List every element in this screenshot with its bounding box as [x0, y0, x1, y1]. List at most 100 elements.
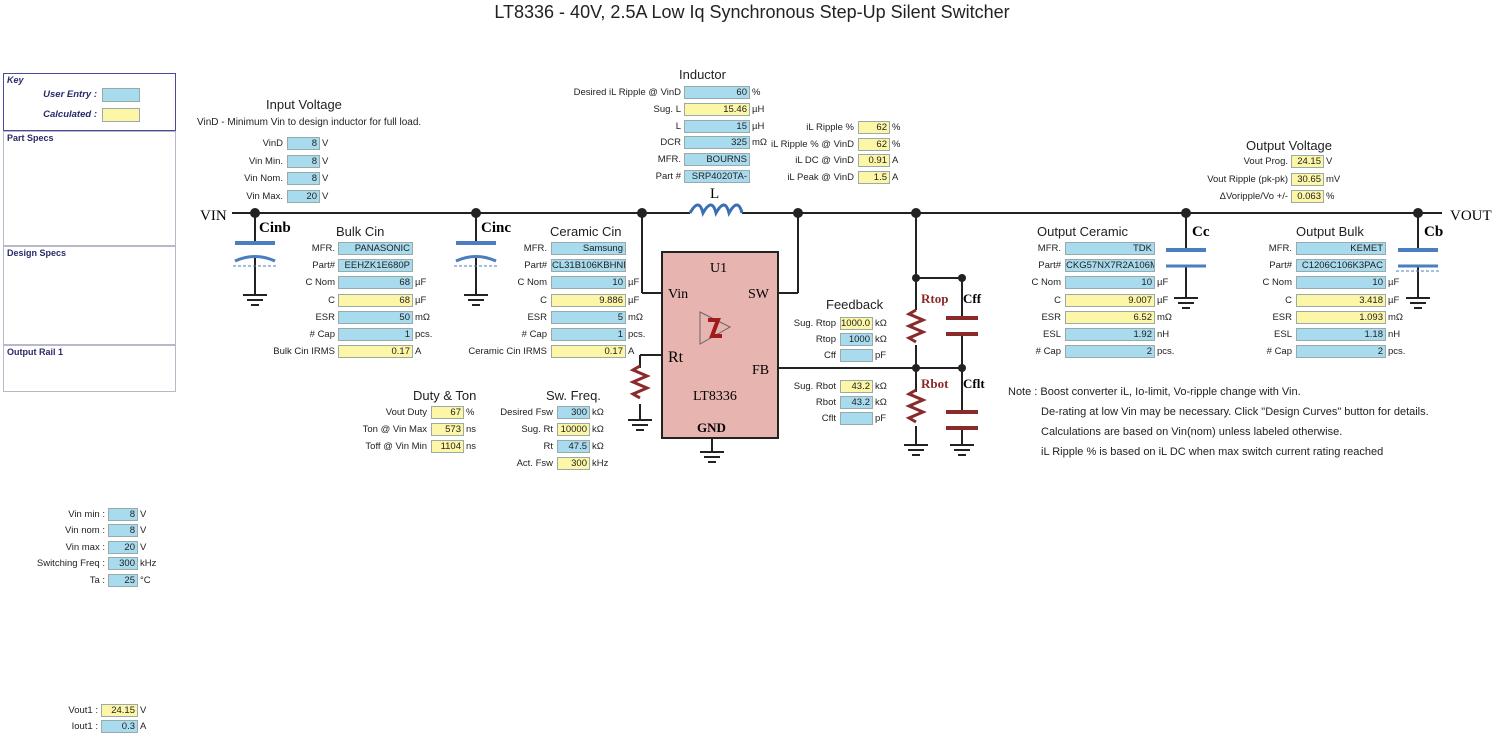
key-panel: Key User Entry : Calculated :	[3, 73, 176, 131]
design-specs-value-2[interactable]: 20	[108, 540, 138, 554]
ceramic-cin-value-5[interactable]: 1	[551, 328, 626, 341]
design-specs-label-0: Vin min :	[68, 509, 105, 520]
ceramic-cin-value-6: 0.17	[551, 345, 626, 359]
output-ceramic-unit-5: nH	[1157, 329, 1170, 340]
bulk-cin-value-2[interactable]: 68	[338, 276, 413, 290]
output-ceramic-value-6[interactable]: 2	[1065, 345, 1155, 359]
sw-freq-value-2[interactable]: 47.5	[557, 440, 590, 453]
pin-rt-label: Rt	[668, 349, 684, 366]
ceramic-cin-value-1[interactable]: CL31B106KBHNNNE	[551, 259, 626, 273]
inductor-value-3[interactable]: 325	[684, 136, 750, 150]
design-specs-value-1[interactable]: 8	[108, 524, 138, 538]
inductor-calc-label-0: iL Ripple %	[806, 122, 854, 133]
sw-freq-title: Sw. Freq.	[546, 388, 601, 403]
output-ceramic-value-2[interactable]: 10	[1065, 276, 1155, 290]
ceramic-cin-unit-6: A	[628, 346, 635, 358]
output-ceramic-value-1[interactable]: CKG57NX7R2A106M	[1065, 259, 1155, 273]
design-specs-label-2: Vin max :	[65, 541, 105, 553]
input-voltage-value-2[interactable]: 8	[287, 172, 320, 186]
feedback-bot-label-1: Rbot	[815, 397, 836, 408]
inductor-calc-label-1: iL Ripple % @ VinD	[770, 138, 854, 150]
rbot-label: Rbot	[921, 376, 949, 391]
l-label: L	[710, 186, 719, 202]
ceramic-cin-value-2[interactable]: 10	[551, 276, 626, 290]
output-bulk-value-5[interactable]: 1.18	[1296, 328, 1386, 341]
ceramic-cin-unit-5: pcs.	[628, 329, 646, 340]
output-voltage-label-0: Vout Prog.	[1243, 156, 1288, 167]
feedback-bot-label-2: Cflt	[821, 413, 836, 424]
output-voltage-title: Output Voltage	[1246, 138, 1333, 153]
sw-freq-value-1: 10000	[557, 423, 590, 436]
bulk-cin-value-6: 0.17	[338, 345, 413, 359]
ceramic-cin-value-4[interactable]: 5	[551, 310, 626, 324]
note-line-1: Note : Boost converter iL, Io-limit, Vo-…	[1008, 386, 1301, 398]
key-calculated-swatch	[102, 108, 140, 122]
output-voltage-label-2: ΔVoripple/Vo +/-	[1219, 191, 1288, 203]
inductor-label-1: Sug. L	[653, 103, 681, 115]
feedback-bot-value-1[interactable]: 43.2	[840, 396, 873, 409]
inductor-label-4: MFR.	[657, 154, 681, 166]
bulk-cin-unit-5: pcs.	[415, 329, 433, 340]
bulk-cin-value-1[interactable]: EEHZK1E680P	[338, 259, 413, 273]
pin-gnd-label: GND	[697, 420, 726, 435]
bulk-cin-value-3: 68	[338, 293, 413, 307]
bulk-cin-title: Bulk Cin	[336, 224, 385, 239]
feedback-top-value-1[interactable]: 1000	[840, 333, 873, 346]
inductor-value-0[interactable]: 60	[684, 86, 750, 99]
output-bulk-value-0[interactable]: KEMET	[1296, 242, 1386, 255]
feedback-top-value-2[interactable]	[840, 349, 873, 362]
output-bulk-label-1: Part#	[1269, 260, 1292, 272]
page-title: LT8336 - 40V, 2.5A Low Iq Synchronous St…	[494, 2, 1010, 22]
feedback-top-label-2: Cff	[824, 350, 836, 361]
inductor-value-4[interactable]: BOURNS	[684, 153, 750, 167]
sw-freq-value-0[interactable]: 300	[557, 406, 590, 419]
inductor-value-5[interactable]: SRP4020TA-150M	[684, 170, 750, 183]
bulk-cin-value-5[interactable]: 1	[338, 328, 413, 341]
sw-freq-label-2: Rt	[543, 441, 554, 452]
output-bulk-value-2[interactable]: 10	[1296, 276, 1386, 290]
output-rail-value-0: 24.15	[101, 704, 138, 717]
output-bulk-value-6[interactable]: 2	[1296, 345, 1386, 359]
input-voltage-value-0[interactable]: 8	[287, 137, 320, 150]
output-rail-value-1[interactable]: 0.3	[101, 719, 138, 733]
output-bulk-value-1[interactable]: C1206C106K3PAC	[1296, 259, 1386, 273]
feedback-bot-value-2[interactable]	[840, 412, 873, 425]
input-voltage-value-3[interactable]: 20	[287, 189, 320, 203]
capacitor-symbols	[235, 241, 1438, 252]
inductor-value-2[interactable]: 15	[684, 119, 750, 133]
cb-label: Cb	[1424, 224, 1443, 240]
input-voltage-value-1[interactable]: 8	[287, 154, 320, 168]
ceramic-cin-label-2: C Nom	[517, 277, 547, 289]
ic-body	[661, 251, 779, 439]
bulk-cin-label-3: C	[328, 294, 335, 306]
output-bulk-unit-2: µF	[1388, 277, 1400, 289]
sw-freq-value-3: 300	[557, 457, 590, 470]
output-ceramic-value-5[interactable]: 1.92	[1065, 328, 1155, 341]
ceramic-cin-unit-4: mΩ	[628, 311, 644, 323]
design-specs-value-0[interactable]: 8	[108, 508, 138, 521]
key-user-entry-label: User Entry :	[43, 89, 97, 100]
feedback-top-unit-0: kΩ	[875, 318, 887, 329]
output-rail-label-0: Vout1 :	[68, 705, 98, 716]
bulk-cin-label-0: MFR.	[311, 243, 335, 254]
bulk-cin-value-4[interactable]: 50	[338, 310, 413, 324]
design-specs-value-3[interactable]: 300	[108, 557, 138, 571]
ceramic-cin-label-6: Ceramic Cin IRMS	[468, 346, 547, 358]
feedback-top-value-0: 1000.0	[840, 317, 873, 330]
sw-freq-label-1: Sug. Rt	[521, 424, 553, 435]
inductor-unit-0: %	[752, 87, 761, 98]
duty-ton-value-2: 1104	[431, 440, 464, 453]
inductor-calc-value-2: 0.91	[858, 154, 890, 167]
output-ceramic-value-0[interactable]: TDK	[1065, 242, 1155, 255]
inductor-calc-value-1: 62	[858, 137, 890, 151]
inductor-label-0: Desired iL Ripple @ VinD	[573, 87, 681, 98]
design-specs-unit-1: V	[140, 525, 147, 537]
bulk-cin-label-1: Part#	[312, 260, 335, 272]
design-specs-value-4[interactable]: 25	[108, 573, 138, 587]
bulk-cin-value-0[interactable]: PANASONIC	[338, 242, 413, 255]
ceramic-cin-value-0[interactable]: Samsung	[551, 242, 626, 255]
output-voltage-label-1: Vout Ripple (pk-pk)	[1207, 173, 1288, 185]
cc-label: Cc	[1192, 224, 1210, 240]
bulk-cin-label-4: ESR	[315, 311, 335, 323]
output-bulk-label-2: C Nom	[1262, 277, 1292, 289]
